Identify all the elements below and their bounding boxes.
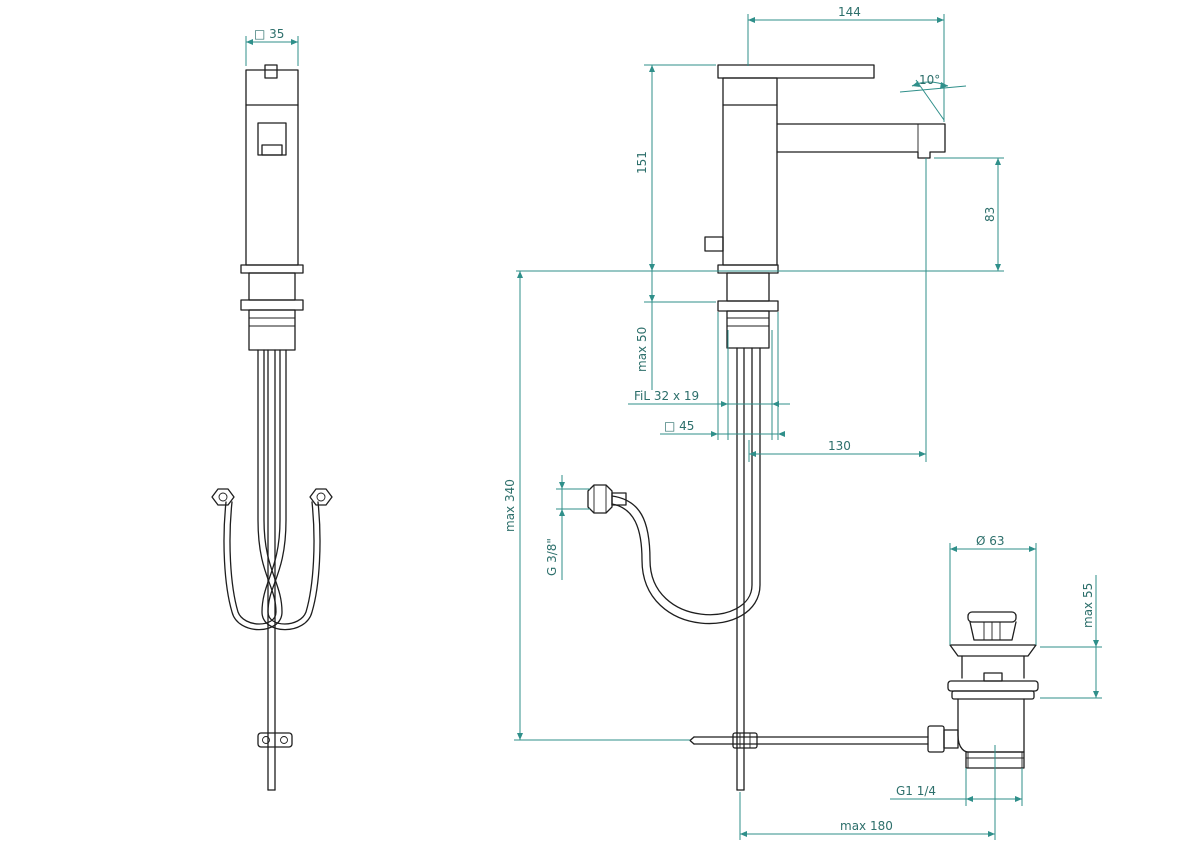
- side-view-faucet: [211, 64, 333, 791]
- rod-clamp-front: [732, 732, 758, 749]
- handle-tip: [264, 64, 278, 79]
- rod-clamp: [257, 732, 293, 748]
- label-thread: FiL 32 x 19: [634, 389, 699, 403]
- dim-waste-thread: G1 1/4: [890, 745, 1023, 806]
- label-angle: 10°: [919, 73, 940, 87]
- dim-max-50: max 50: [635, 271, 716, 390]
- label-base-square: □ 45: [664, 419, 694, 433]
- popup-waste: [927, 611, 1039, 769]
- label-height-151: 151: [635, 151, 649, 174]
- label-max-50: max 50: [635, 327, 649, 372]
- dim-max-340: max 340: [503, 271, 690, 741]
- label-inlet: G 3/8": [545, 538, 559, 576]
- label-waste-max55: max 55: [1081, 583, 1095, 628]
- waste-plug: [967, 611, 1017, 623]
- dim-width-144: 144: [747, 5, 945, 122]
- dim-base-square: □ 45: [660, 312, 785, 440]
- waste-flange: [949, 644, 1037, 657]
- waste-body: [957, 698, 1025, 753]
- dim-spout-83: 83: [934, 157, 1004, 271]
- hose-nut-right: [309, 488, 333, 506]
- label-max-340: max 340: [503, 479, 517, 532]
- lever-handle: [717, 64, 875, 79]
- dim-thread: FiL 32 x 19: [628, 330, 790, 440]
- label-max-180: max 180: [840, 819, 893, 833]
- hose-connector: [587, 484, 613, 514]
- dim-waste-diameter: Ø 63: [949, 534, 1037, 645]
- label-reach-130: 130: [828, 439, 851, 453]
- dim-inlet-thread: G 3/8": [545, 475, 590, 580]
- front-view-faucet: [587, 64, 946, 791]
- dim-side-square: □ 35: [245, 27, 299, 66]
- spout: [776, 123, 946, 159]
- label-spout-83: 83: [983, 207, 997, 222]
- dim-max-180: max 180: [739, 792, 996, 840]
- label-waste-thread: G1 1/4: [896, 784, 936, 798]
- dim-angle-10: 10°: [899, 73, 967, 121]
- flex-hose: [611, 347, 753, 616]
- faucet-body-side: [245, 69, 299, 266]
- hose-nut-left: [211, 488, 235, 506]
- label-waste-diameter: Ø 63: [976, 534, 1005, 548]
- dim-height-151: 151: [635, 64, 716, 271]
- dim-waste-max55: max 55: [1040, 575, 1102, 699]
- faucet-body-front: [722, 77, 778, 266]
- linkage-connector: [927, 725, 945, 753]
- label-side-square: □ 35: [254, 27, 284, 41]
- popup-knob: [704, 236, 724, 252]
- label-width-144: 144: [838, 5, 861, 19]
- dim-reach-130: 130: [748, 158, 927, 462]
